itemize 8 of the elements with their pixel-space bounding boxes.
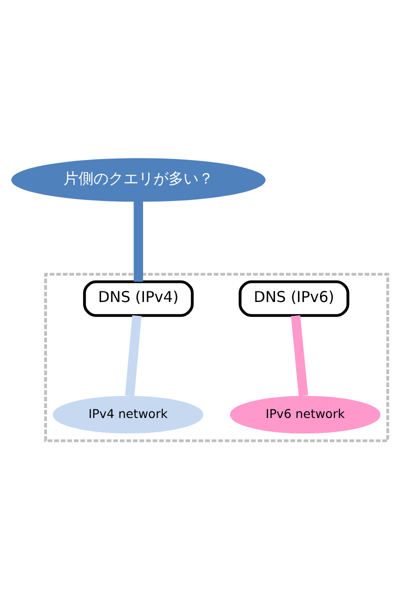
connector xyxy=(134,200,144,282)
cluster xyxy=(44,272,390,442)
node-ellipse: IPv4 network xyxy=(52,395,204,434)
node-ellipse: IPv6 network xyxy=(230,395,380,434)
node-ellipse: 片側のクエリが多い？ xyxy=(11,158,266,202)
connector xyxy=(290,314,308,396)
node-box: DNS (IPv6) xyxy=(238,280,350,316)
node-box: DNS (IPv4) xyxy=(83,280,194,316)
